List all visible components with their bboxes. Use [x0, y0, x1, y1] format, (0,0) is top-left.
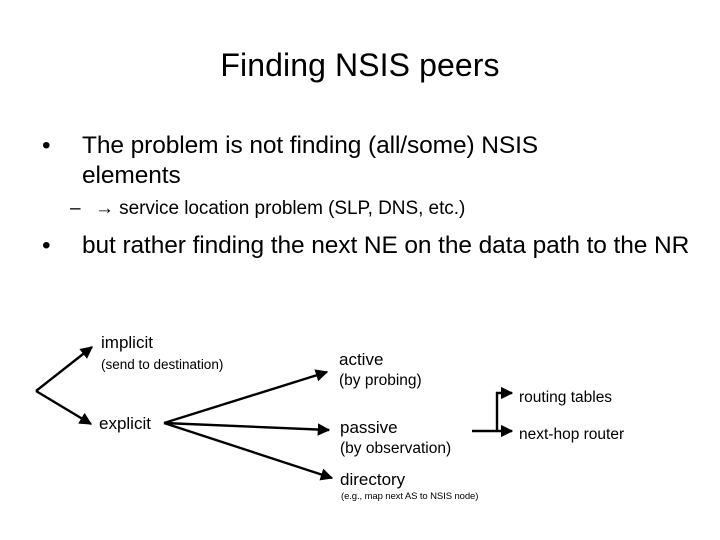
- edge-root-explicit: [35, 389, 93, 426]
- node-next-hop-router: next-hop router: [519, 426, 625, 443]
- bullet-marker: •: [42, 132, 51, 159]
- node-directory: directory: [340, 470, 406, 489]
- node-routing-tables: routing tables: [519, 389, 613, 406]
- bullet-marker: •: [42, 232, 51, 259]
- bullet-item-3: • but rather finding the next NE on the …: [42, 231, 702, 261]
- bullet-text: The problem is not finding (all/some) NS…: [82, 132, 539, 189]
- node-explicit: explicit: [99, 414, 151, 433]
- node-active-note: (by probing): [339, 372, 422, 389]
- edge-explicit-active: [163, 369, 329, 425]
- node-passive: passive: [340, 418, 398, 437]
- edge-passive-routing-tables: [495, 386, 514, 431]
- bullet-item-2: – → service location problem (SLP, DNS, …: [70, 197, 630, 221]
- node-directory-note: (e.g., map next AS to NSIS node): [341, 491, 479, 502]
- edge-explicit-directory: [163, 421, 334, 481]
- bullet-marker-dash: –: [70, 198, 81, 219]
- bullet-text: but rather finding the next NE on the da…: [82, 232, 690, 259]
- edge-root-implicit: [35, 346, 93, 392]
- node-active: active: [339, 350, 384, 369]
- page-title: Finding NSIS peers: [220, 47, 500, 83]
- node-implicit-note: (send to destination): [101, 357, 224, 372]
- bullet-item-1: • The problem is not finding (all/some) …: [42, 131, 622, 191]
- edge-explicit-passive: [163, 421, 331, 436]
- node-passive-note: (by observation): [340, 440, 452, 457]
- bullet-text: → service location problem (SLP, DNS, et…: [95, 198, 466, 219]
- node-implicit: implicit: [101, 333, 153, 352]
